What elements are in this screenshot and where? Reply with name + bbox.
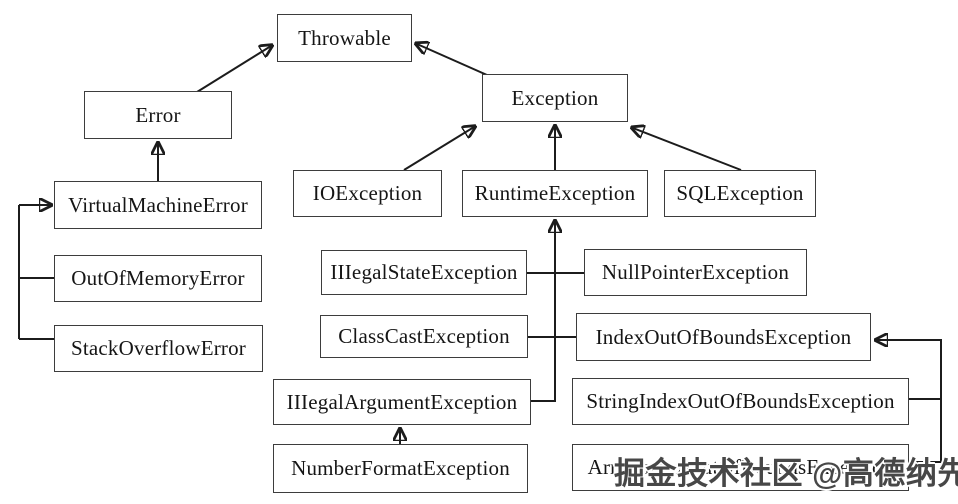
edge-error-to-throwable (196, 46, 271, 93)
class-box-out-of-memory-error: OutOfMemoryError (54, 255, 262, 302)
class-box-stack-overflow-error: StackOverflowError (54, 325, 263, 372)
class-label: NumberFormatException (291, 456, 510, 480)
class-label: SQLException (676, 181, 804, 205)
class-label: IIIegalStateException (330, 260, 518, 284)
class-label: NullPointerException (601, 260, 790, 284)
class-box-null-pointer-exception: NullPointerException (584, 249, 807, 296)
class-label: IndexOutOfBoundsException (595, 324, 852, 349)
class-box-throwable: Throwable (277, 14, 412, 62)
class-label: RuntimeException (474, 181, 636, 205)
edge-children-trunk-to-runtimeexception (531, 222, 555, 402)
class-box-string-index-out-of-bounds-exception: StringIndexOutOfBoundsException (572, 378, 909, 425)
class-box-error: Error (84, 91, 232, 139)
class-label: StackOverflowError (70, 336, 247, 360)
class-label: StringIndexOutOfBoundsException (586, 389, 895, 413)
class-box-array-index-out-of-bounds-exception: ArrayIndexOutOfBoundsException (572, 444, 909, 491)
class-box-illegal-argument-exception: IIIegalArgumentException (273, 379, 531, 425)
class-box-class-cast-exception: ClassCastException (320, 315, 528, 358)
class-label: ArrayIndexOutOfBoundsException (587, 455, 894, 479)
class-box-runtime-exception: RuntimeException (462, 170, 648, 217)
class-label: ClassCastException (338, 324, 510, 348)
edge-exception-to-throwable (417, 44, 488, 76)
class-box-illegal-state-exception: IIIegalStateException (321, 250, 527, 295)
edge-arrayindex-to-indexoutofbounds (877, 340, 942, 463)
class-label: IIIegalArgumentException (286, 389, 518, 414)
class-label: Exception (511, 85, 599, 110)
class-box-virtual-machine-error: VirtualMachineError (54, 181, 262, 229)
edge-sqlexception-to-exception (633, 128, 742, 171)
class-label: IOException (312, 181, 423, 205)
class-label: Error (135, 102, 181, 127)
class-box-sql-exception: SQLException (664, 170, 816, 217)
class-box-index-out-of-bounds-exception: IndexOutOfBoundsException (576, 313, 871, 361)
class-box-number-format-exception: NumberFormatException (273, 444, 528, 493)
watermark: 掘金技术社区 @高德纳先生 (614, 456, 958, 491)
class-label: OutOfMemoryError (71, 266, 245, 290)
class-box-io-exception: IOException (293, 170, 442, 217)
class-label: VirtualMachineError (68, 192, 248, 217)
class-label: Throwable (298, 25, 391, 50)
edge-ioexception-to-exception (403, 127, 474, 171)
class-box-exception: Exception (482, 74, 628, 122)
